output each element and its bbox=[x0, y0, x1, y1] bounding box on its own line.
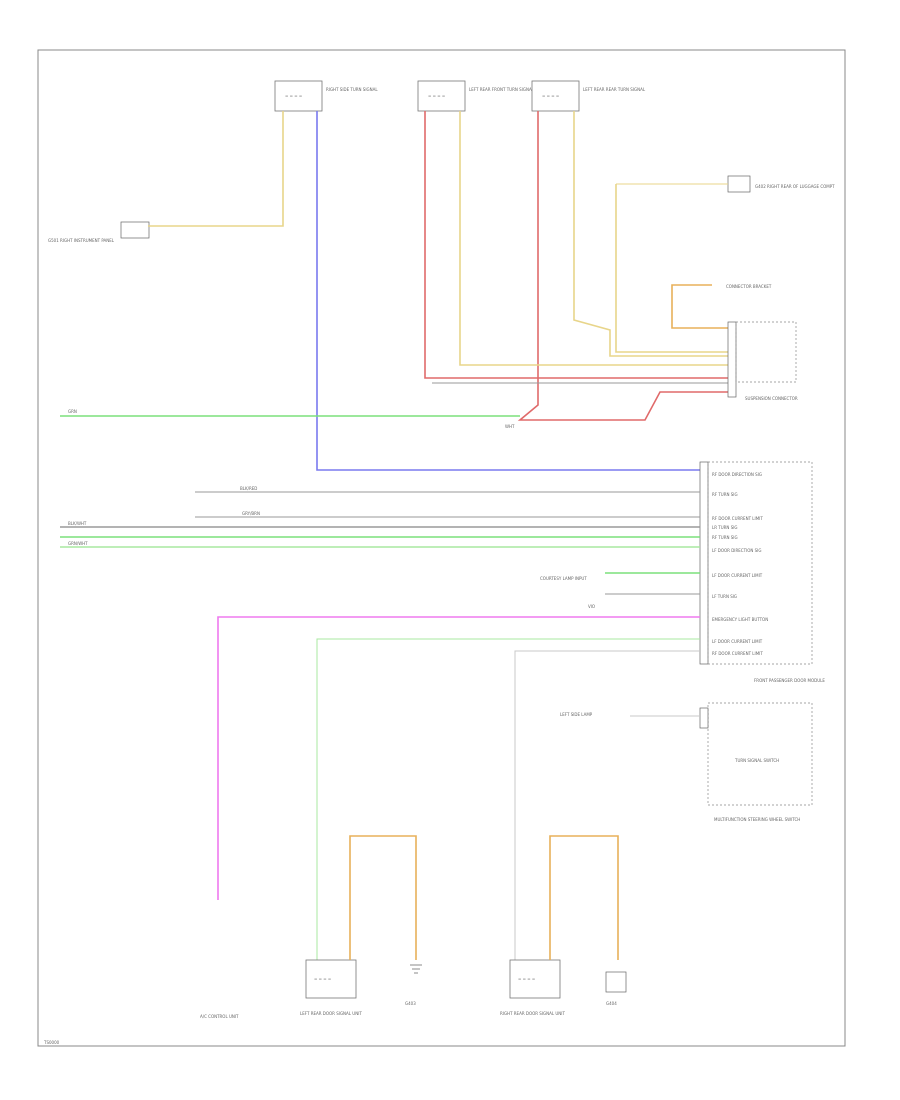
white-splice-label: WHT bbox=[505, 424, 515, 429]
right-side-turn-signal-component: = = = = RIGHT SIDE TURN SIGNAL bbox=[274, 80, 378, 112]
ground-bottom-right: G404 bbox=[605, 971, 627, 1006]
ac-control-unit: A/C CONTROL UNIT bbox=[200, 1014, 239, 1019]
wire-yellow-lr-front bbox=[459, 111, 728, 366]
multifunction-switch-label: MULTIFUNCTION STEERING WHEEL SWITCH bbox=[714, 817, 800, 822]
ground-left-label: G501 RIGHT INSTRUMENT PANEL bbox=[48, 238, 115, 243]
green-wire-label: GRN bbox=[68, 409, 77, 414]
pin-label-1: RF DOOR DIRECTION SIG bbox=[712, 472, 762, 477]
rear-right-door-unit: = = = = RIGHT REAR DOOR SIGNAL UNIT bbox=[500, 959, 565, 1016]
wire-yellow-lamp bbox=[615, 184, 728, 353]
rear-right-door-label: RIGHT REAR DOOR SIGNAL UNIT bbox=[500, 1011, 565, 1016]
left-rear-front-turn-label: LEFT REAR FRONT TURN SIGNAL bbox=[469, 87, 535, 92]
svg-text:= = = =: = = = = bbox=[314, 976, 331, 981]
gray-brown-wire-label: GRY/BRN bbox=[242, 511, 260, 516]
pin-label-7: LF DOOR CURRENT LIMIT bbox=[712, 573, 763, 578]
wire-yellow-lr-rear bbox=[573, 111, 728, 357]
pin-label-11: RF DOOR CURRENT LIMIT bbox=[712, 651, 763, 656]
ground-bottom-right-label: G404 bbox=[606, 1001, 617, 1006]
light-assembly-label: G402 RIGHT REAR OF LUGGAGE COMPT bbox=[755, 184, 835, 189]
left-rear-rear-turn-component: = = = = LEFT REAR REAR TURN SIGNAL bbox=[531, 80, 646, 112]
ac-control-unit-label: A/C CONTROL UNIT bbox=[200, 1014, 239, 1019]
black-red-wire-label: BLK/RED bbox=[240, 486, 257, 491]
turn-signal-switch-label: TURN SIGNAL SWITCH bbox=[734, 758, 779, 763]
courtesy-lamp-label: COURTESY LAMP INPUT bbox=[540, 576, 587, 581]
pin-label-3: RF DOOR CURRENT LIMIT bbox=[712, 516, 763, 521]
suspension-connector-label: SUSPENSION CONNECTOR bbox=[745, 396, 798, 401]
wire-yellow-rs-turn bbox=[148, 111, 284, 227]
wire-red-lr-front bbox=[424, 111, 728, 379]
suspension-connector: SUSPENSION CONNECTOR bbox=[727, 321, 798, 401]
wire-red-lr-rear bbox=[517, 111, 728, 421]
left-side-lamp-label: LEFT SIDE LAMP bbox=[560, 712, 593, 717]
green-white-wire-label: GRN/WHT bbox=[68, 541, 88, 546]
right-side-turn-signal-label: RIGHT SIDE TURN SIGNAL bbox=[326, 87, 378, 92]
rear-left-door-unit: = = = = LEFT REAR DOOR SIGNAL UNIT bbox=[300, 959, 362, 1016]
ground-left-connector: G501 RIGHT INSTRUMENT PANEL bbox=[48, 221, 150, 243]
wire-green-rear-left bbox=[316, 638, 700, 960]
ground-bottom-left-label: G403 bbox=[405, 1001, 416, 1006]
diagram-id: TS0000 bbox=[43, 1040, 60, 1045]
pin-label-9: EMERGENCY LIGHT BUTTON bbox=[712, 617, 768, 622]
wire-orange-right-loop bbox=[549, 835, 619, 960]
wire-magenta-emergency bbox=[217, 616, 700, 900]
left-rear-rear-turn-label: LEFT REAR REAR TURN SIGNAL bbox=[583, 87, 646, 92]
multifunction-switch-box: TURN SIGNAL SWITCH MULTIFUNCTION STEERIN… bbox=[699, 678, 825, 822]
right-rear-lamp-connector: G402 RIGHT REAR OF LUGGAGE COMPT bbox=[727, 175, 835, 193]
pin-label-5: RF TURN SIG bbox=[712, 535, 738, 540]
ground-bottom-left: G403 bbox=[405, 964, 422, 1006]
pin-label-2: RF TURN SIG bbox=[712, 492, 738, 497]
wire-orange-bracket bbox=[671, 284, 728, 329]
wire-gray-rear-right bbox=[514, 650, 700, 960]
pin-label-6: LF DOOR DIRECTION SIG bbox=[712, 548, 761, 553]
front-passenger-module-label: FRONT PASSENGER DOOR MODULE bbox=[754, 678, 825, 683]
svg-text:= = = =: = = = = bbox=[542, 93, 559, 98]
pin-label-10: LF DOOR CURRENT LIMIT bbox=[712, 639, 763, 644]
left-rear-front-turn-component: = = = = LEFT REAR FRONT TURN SIGNAL bbox=[417, 80, 535, 112]
rear-left-door-label: LEFT REAR DOOR SIGNAL UNIT bbox=[300, 1011, 362, 1016]
svg-text:= = = =: = = = = bbox=[285, 93, 302, 98]
violet-wire-label: VIO bbox=[588, 604, 595, 609]
connector-bracket-label: CONNECTOR BRACKET bbox=[726, 284, 772, 289]
wire-orange-left-loop bbox=[349, 835, 417, 960]
pin-label-4: LR TURN SIG bbox=[712, 525, 738, 530]
svg-text:= = = =: = = = = bbox=[428, 93, 445, 98]
svg-text:= = = =: = = = = bbox=[518, 976, 535, 981]
front-passenger-module-connector bbox=[699, 461, 813, 665]
black-white-wire-label: BLK/WHT bbox=[68, 521, 87, 526]
diagram-border bbox=[37, 49, 846, 1047]
pin-label-8: LF TURN SIG bbox=[712, 594, 737, 599]
wire-blue-rs-turn bbox=[316, 111, 700, 471]
